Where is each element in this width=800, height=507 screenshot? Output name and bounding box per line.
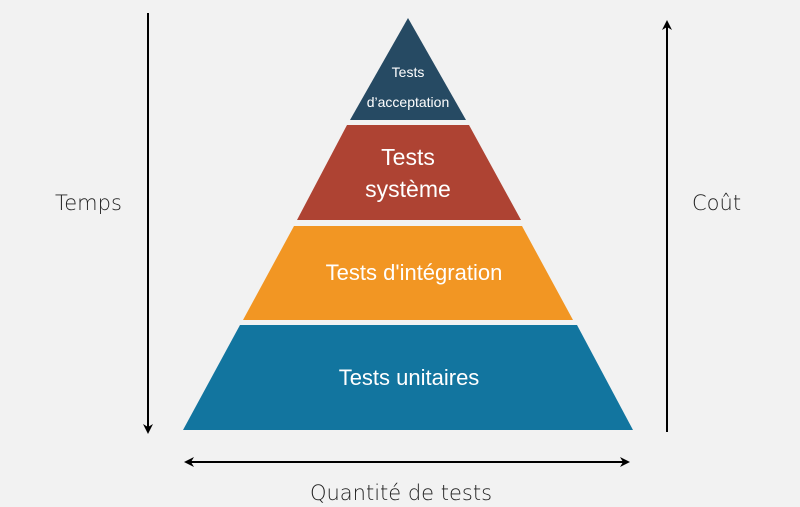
tier-integration-shape [243, 226, 573, 320]
tier-unit-label: Tests unitaires [339, 365, 480, 390]
tier-acceptance: Tests d’acceptation [350, 18, 466, 120]
tier-integration: Tests d'intégration [243, 226, 573, 320]
axis-time: Temps [55, 13, 153, 434]
axis-time-label: Temps [55, 191, 122, 215]
axis-cost: Coût [662, 20, 741, 432]
tier-acceptance-shape [350, 18, 466, 120]
axis-cost-label: Coût [692, 191, 741, 215]
axis-quantity-label: Quantité de tests [310, 481, 492, 505]
tier-system-label-line2: système [365, 176, 451, 202]
axis-quantity: Quantité de tests [184, 457, 630, 505]
tier-integration-label: Tests d'intégration [326, 260, 503, 285]
tier-unit: Tests unitaires [183, 325, 633, 430]
tier-unit-shape [183, 325, 633, 430]
tier-acceptance-label-line2: d’acceptation [367, 94, 450, 110]
tier-system: Tests système [297, 125, 521, 220]
tier-system-shape [297, 125, 521, 220]
tier-acceptance-label-line1: Tests [392, 64, 425, 80]
tier-system-label-line1: Tests [381, 144, 435, 170]
